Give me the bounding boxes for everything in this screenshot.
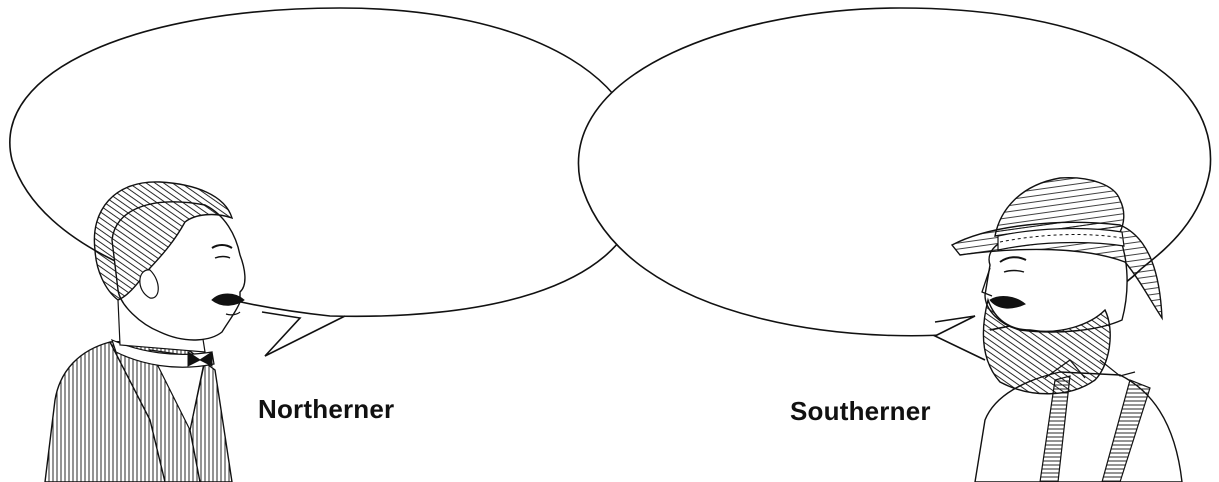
northerner-label: Northerner <box>258 394 395 424</box>
southerner-label: Southerner <box>790 396 931 426</box>
northerner-bubble-tail <box>261 311 346 357</box>
southerner-bubble-tail <box>933 315 990 361</box>
southerner-portrait <box>950 177 1183 482</box>
northerner-portrait <box>44 181 246 482</box>
